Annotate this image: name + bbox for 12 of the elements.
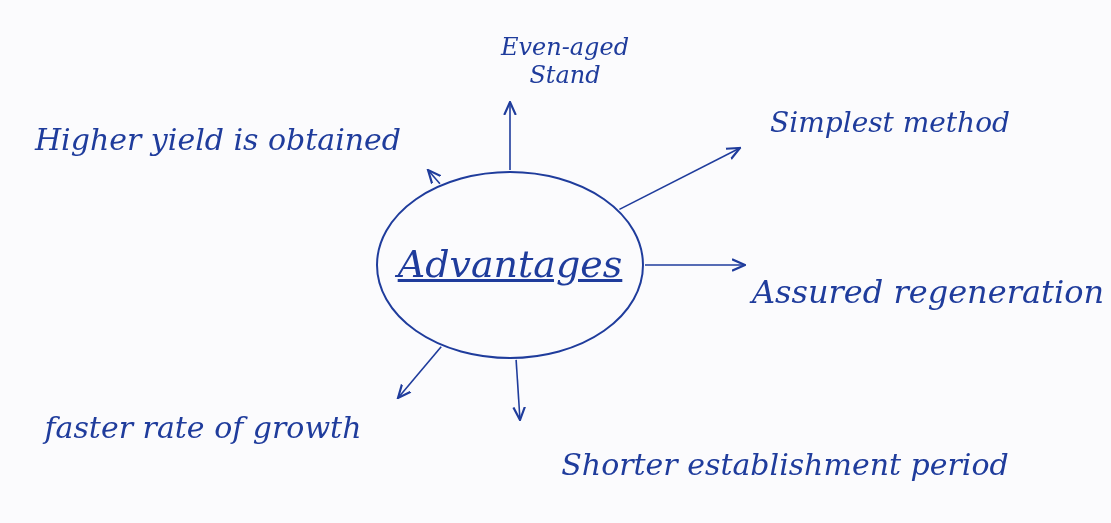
arrow xyxy=(644,258,747,272)
branch-label: Higher yield is obtained xyxy=(34,122,402,158)
center-label: Advantages xyxy=(397,243,623,287)
arrow xyxy=(503,100,517,171)
arrow xyxy=(512,359,526,422)
arrow xyxy=(618,146,742,211)
branch-label: Even-aged Stand xyxy=(499,34,631,90)
branch-label: Simplest method xyxy=(770,106,1010,140)
branch-label: Shorter establishment period xyxy=(561,447,1009,483)
arrow xyxy=(426,168,442,185)
branch-label: faster rate of growth xyxy=(44,410,362,446)
arrow xyxy=(396,345,442,400)
